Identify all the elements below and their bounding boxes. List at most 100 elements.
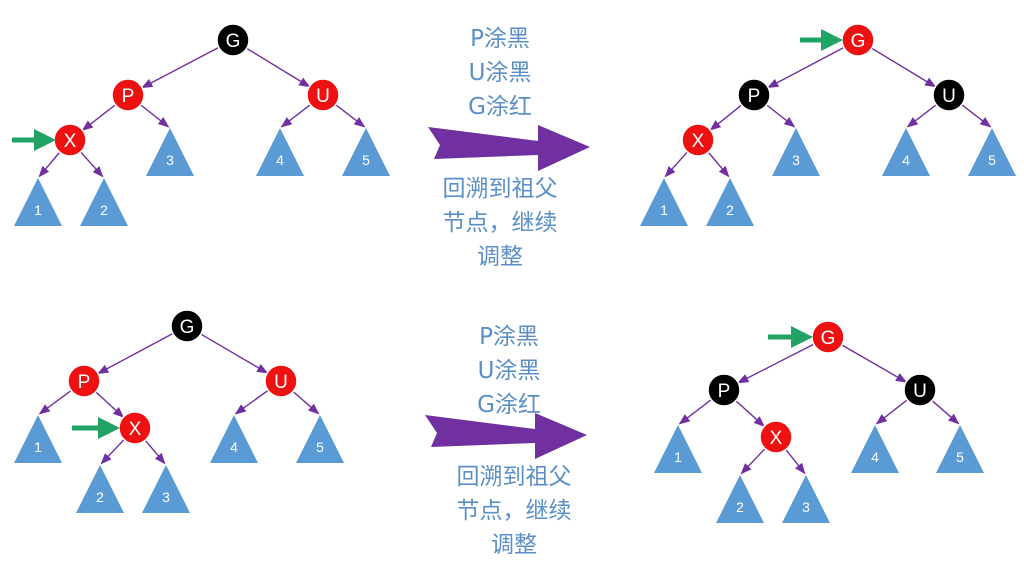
top-before-node-u-label: U — [316, 86, 330, 107]
bottom-after-node-x-label: X — [770, 428, 783, 449]
top-after-subtree-3: 3 — [772, 128, 820, 176]
op-paint-g-red: G涂红 — [477, 392, 541, 418]
bottom-after-subtree-4: 4 — [851, 425, 899, 473]
current-node-pointers — [12, 29, 843, 439]
bottom-after-edge-to-subtree-3 — [785, 449, 806, 475]
top-before-node-p-circle — [111, 78, 145, 112]
bottom-after-subtree-3: 3 — [782, 475, 830, 523]
top-after-node-g-label: G — [851, 31, 866, 52]
bottom-before-node-p-circle — [67, 364, 101, 398]
top-after-subtree-1-label: 1 — [660, 202, 668, 218]
tree-edges — [38, 46, 992, 475]
top-after-node-p-label: P — [748, 86, 761, 107]
top-after-subtree-4-label: 4 — [902, 152, 910, 168]
top-after-subtree-5: 5 — [968, 128, 1016, 176]
bottom-after-subtree-4-shape — [851, 425, 899, 473]
bottom-before-edge-g-p — [97, 332, 174, 375]
top-before-subtree-1-shape — [14, 178, 62, 226]
bottom-before-edge-to-subtree-3 — [144, 439, 166, 465]
op-paint-u-black: U涂黑 — [477, 358, 541, 384]
top-before-subtree-3: 3 — [146, 128, 194, 176]
bottom-before-node-u: U — [264, 364, 298, 398]
top-after-node-u: U — [932, 78, 966, 112]
bottom-after-subtree-5-shape — [936, 425, 984, 473]
top-after-subtree-3-label: 3 — [792, 152, 800, 168]
bottom-before-edge-to-x — [95, 391, 125, 418]
bottom-before-subtree-1: 1 — [14, 415, 62, 463]
top-before-pointer-x — [12, 129, 56, 151]
top-before-subtree-2-label: 2 — [100, 202, 108, 218]
step1-note: 回溯到祖父 节点，继续 调整 — [420, 172, 580, 274]
bottom-after-subtree-3-shape — [782, 475, 830, 523]
bottom-after-edge-g-p — [737, 343, 815, 384]
bottom-before-subtree-2-shape — [76, 465, 124, 513]
top-before-edge-g-p — [141, 46, 220, 89]
bottom-before-subtree-2: 2 — [76, 465, 124, 513]
top-after-subtree-2-label: 2 — [726, 202, 734, 218]
note-line-3: 调整 — [491, 532, 537, 558]
note-line-2: 节点，继续 — [442, 210, 558, 236]
note-line-1: 回溯到祖父 — [442, 176, 558, 202]
top-before-node-x: X — [53, 123, 87, 157]
bottom-after-node-g: G — [811, 320, 845, 354]
top-after-node-x: X — [681, 123, 715, 157]
top-before-subtree-5: 5 — [342, 128, 390, 176]
top-before-subtree-5-label: 5 — [362, 152, 370, 168]
bottom-after-subtree-2-shape — [716, 475, 764, 523]
bottom-after-subtree-1-shape — [654, 425, 702, 473]
bottom-after-node-u: U — [903, 373, 937, 407]
top-before-edge-g-u — [246, 47, 311, 88]
bottom-after-edge-to-x — [735, 400, 765, 428]
bottom-before-subtree-4: 4 — [210, 415, 258, 463]
bottom-after-edge-g-u — [841, 344, 908, 383]
bottom-after-node-x: X — [759, 420, 793, 454]
top-before-subtree-1: 1 — [14, 178, 62, 226]
top-after-edge-to-subtree-2 — [707, 151, 730, 178]
bottom-before-subtree-4-label: 4 — [230, 439, 238, 455]
bottom-before-subtree-3-label: 3 — [162, 489, 170, 505]
transition-arrows — [425, 125, 590, 459]
top-before-edge-to-x — [81, 104, 116, 131]
top-before-subtree-4-label: 4 — [276, 152, 284, 168]
bottom-before-subtree-4-shape — [210, 415, 258, 463]
top-before-subtree-4-shape — [256, 128, 304, 176]
bottom-before-subtree-5: 5 — [296, 415, 344, 463]
top-after-subtree-3-shape — [772, 128, 820, 176]
top-after-edge-g-u — [871, 47, 937, 88]
bottom-before-subtree-2-label: 2 — [96, 489, 104, 505]
bottom-before-node-x-label: X — [129, 419, 142, 440]
top-after-node-x-circle — [681, 123, 715, 157]
top-after-subtree-2-shape — [706, 178, 754, 226]
note-line-3: 调整 — [477, 244, 523, 270]
op-paint-u-black: U涂黑 — [468, 60, 532, 86]
step2-note: 回溯到祖父 节点，继续 调整 — [434, 460, 594, 562]
top-before-subtree-4: 4 — [256, 128, 304, 176]
top-after-node-p: P — [737, 78, 771, 112]
step2-operations: P涂黑 U涂黑 G涂红 — [454, 320, 564, 422]
step2-transition-arrow — [425, 413, 587, 459]
step1-operations: P涂黑 U涂黑 G涂红 — [445, 22, 555, 124]
bottom-after-edge-to-subtree-1 — [678, 399, 712, 425]
note-line-1: 回溯到祖父 — [456, 464, 572, 490]
top-after-pointer-g-head — [821, 29, 843, 51]
bottom-after-subtree-3-label: 3 — [802, 499, 810, 515]
bottom-after-edge-to-subtree-5 — [931, 400, 960, 425]
bottom-before-pointer-x-head — [98, 417, 120, 439]
bottom-after-subtree-4-label: 4 — [871, 449, 879, 465]
top-before-edge-to-subtree-5 — [335, 104, 366, 128]
top-after-edge-to-subtree-4 — [906, 104, 937, 128]
bottom-after-node-p: P — [707, 373, 741, 407]
top-before-node-u: U — [306, 78, 340, 112]
bottom-before-edge-to-subtree-4 — [234, 389, 269, 415]
top-after-subtree-1-shape — [640, 178, 688, 226]
top-before-edge-to-subtree-3 — [140, 104, 170, 128]
bottom-after-subtree-5: 5 — [936, 425, 984, 473]
bottom-before-subtree-5-shape — [296, 415, 344, 463]
top-after-edge-to-x — [709, 104, 742, 131]
top-after-node-g: G — [841, 23, 875, 57]
top-before-subtree-5-shape — [342, 128, 390, 176]
top-before-node-g-circle — [216, 23, 250, 57]
top-after-node-u-circle — [932, 78, 966, 112]
bottom-after-node-u-label: U — [913, 381, 927, 402]
